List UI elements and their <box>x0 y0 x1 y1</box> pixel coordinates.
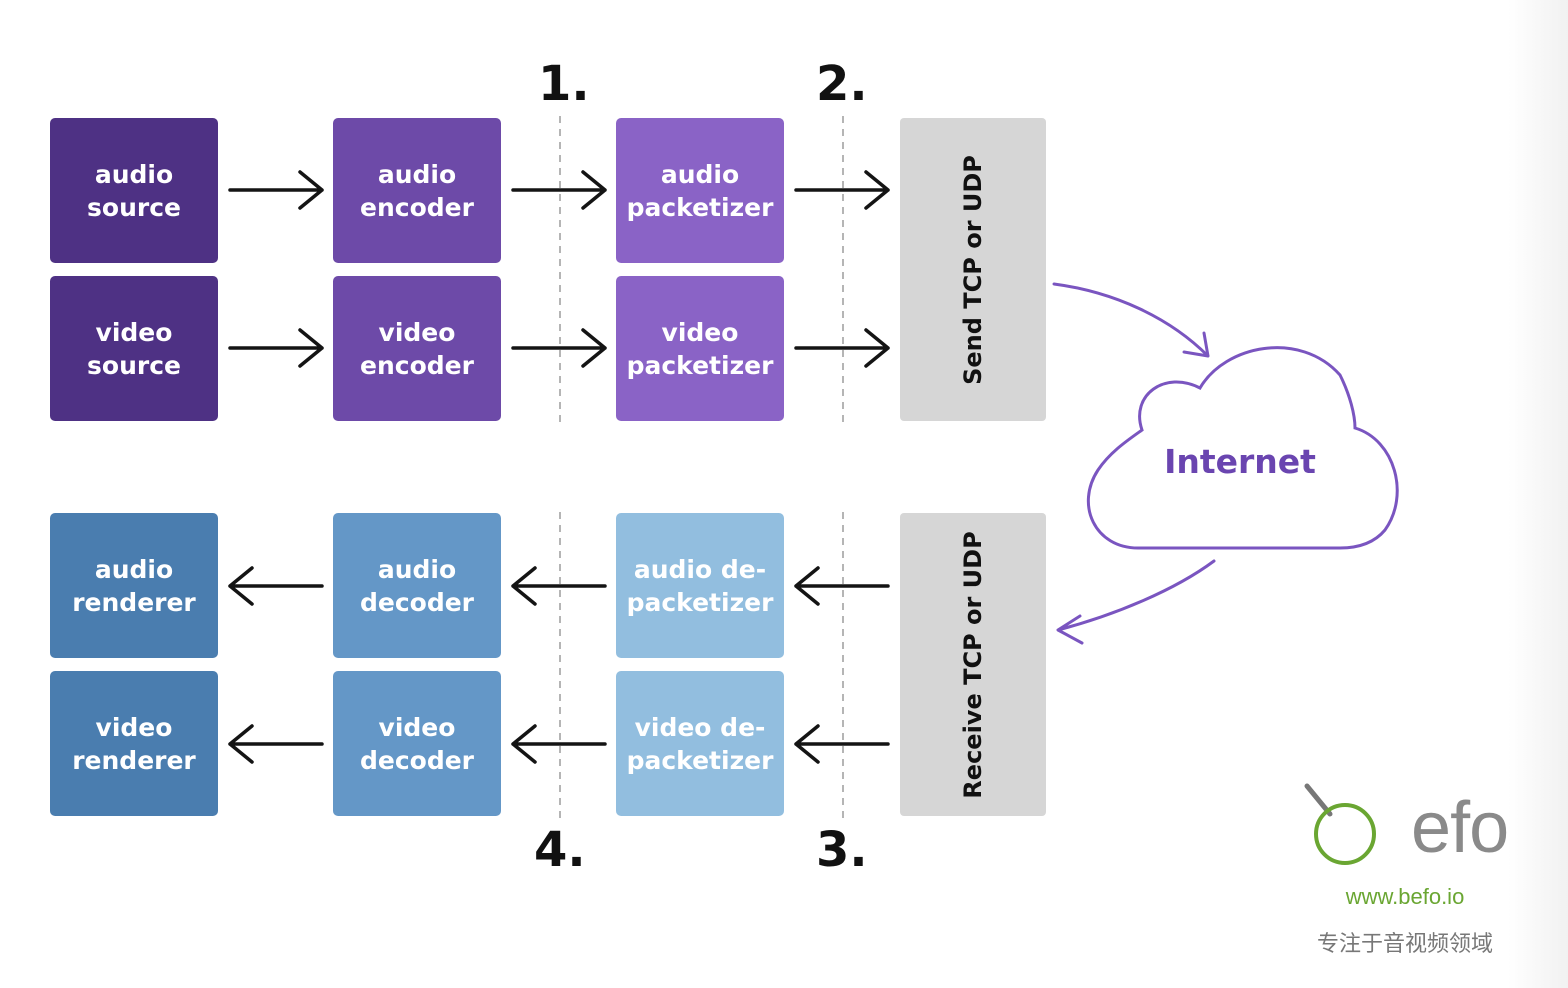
arrow-audio-packetizer-to-send <box>794 170 890 210</box>
receive-transport-box: Receive TCP or UDP <box>900 513 1046 816</box>
arrow-audio-encoder-to-packetizer <box>511 170 607 210</box>
arrow-video-encoder-to-packetizer <box>511 328 607 368</box>
audio-renderer-box: audio renderer <box>50 513 218 658</box>
video-decoder-box: video decoder <box>333 671 501 816</box>
step-label-1: 1. <box>538 56 590 112</box>
video-renderer-box: video renderer <box>50 671 218 816</box>
arrow-receive-to-audio-depacketizer <box>794 566 890 606</box>
audio-source-box: audio source <box>50 118 218 263</box>
arrow-video-decoder-to-renderer <box>228 724 324 764</box>
arrow-internet-to-receive <box>1056 559 1216 645</box>
befo-tagline: 专注于音视频领域 <box>1316 931 1493 956</box>
internet-cloud <box>1087 346 1399 550</box>
arrow-audio-depacketizer-to-decoder <box>511 566 607 606</box>
cloud-arrows <box>1052 282 1216 645</box>
befo-logo-text: befo <box>1411 788 1509 868</box>
send-transport-box: Send TCP or UDP <box>900 118 1046 421</box>
audio-depacketizer-box: audio de- packetizer <box>616 513 784 658</box>
arrow-receive-to-video-depacketizer <box>794 724 890 764</box>
audio-packetizer-box: audio packetizer <box>616 118 784 263</box>
step-label-3: 3. <box>816 822 868 878</box>
video-encoder-box: video encoder <box>333 276 501 421</box>
arrow-audio-decoder-to-renderer <box>228 566 324 606</box>
send-transport-label: Send TCP or UDP <box>959 154 987 385</box>
audio-decoder-box: audio decoder <box>333 513 501 658</box>
step-label-2: 2. <box>816 56 868 112</box>
arrow-video-source-to-encoder <box>228 328 324 368</box>
step-label-4: 4. <box>534 822 586 878</box>
video-packetizer-box: video packetizer <box>616 276 784 421</box>
arrow-audio-source-to-encoder <box>228 170 324 210</box>
arrow-video-packetizer-to-send <box>794 328 890 368</box>
befo-url[interactable]: www.befo.io <box>1345 884 1465 909</box>
video-depacketizer-box: video de- packetizer <box>616 671 784 816</box>
befo-logo-mark <box>1304 783 1376 865</box>
receive-transport-label: Receive TCP or UDP <box>959 530 987 799</box>
internet-label: Internet <box>1164 442 1316 481</box>
page-edge-shadow <box>1508 0 1568 988</box>
arrow-send-to-internet <box>1052 282 1210 358</box>
video-source-box: video source <box>50 276 218 421</box>
arrow-video-depacketizer-to-decoder <box>511 724 607 764</box>
audio-encoder-box: audio encoder <box>333 118 501 263</box>
flow-arrows <box>228 170 890 764</box>
